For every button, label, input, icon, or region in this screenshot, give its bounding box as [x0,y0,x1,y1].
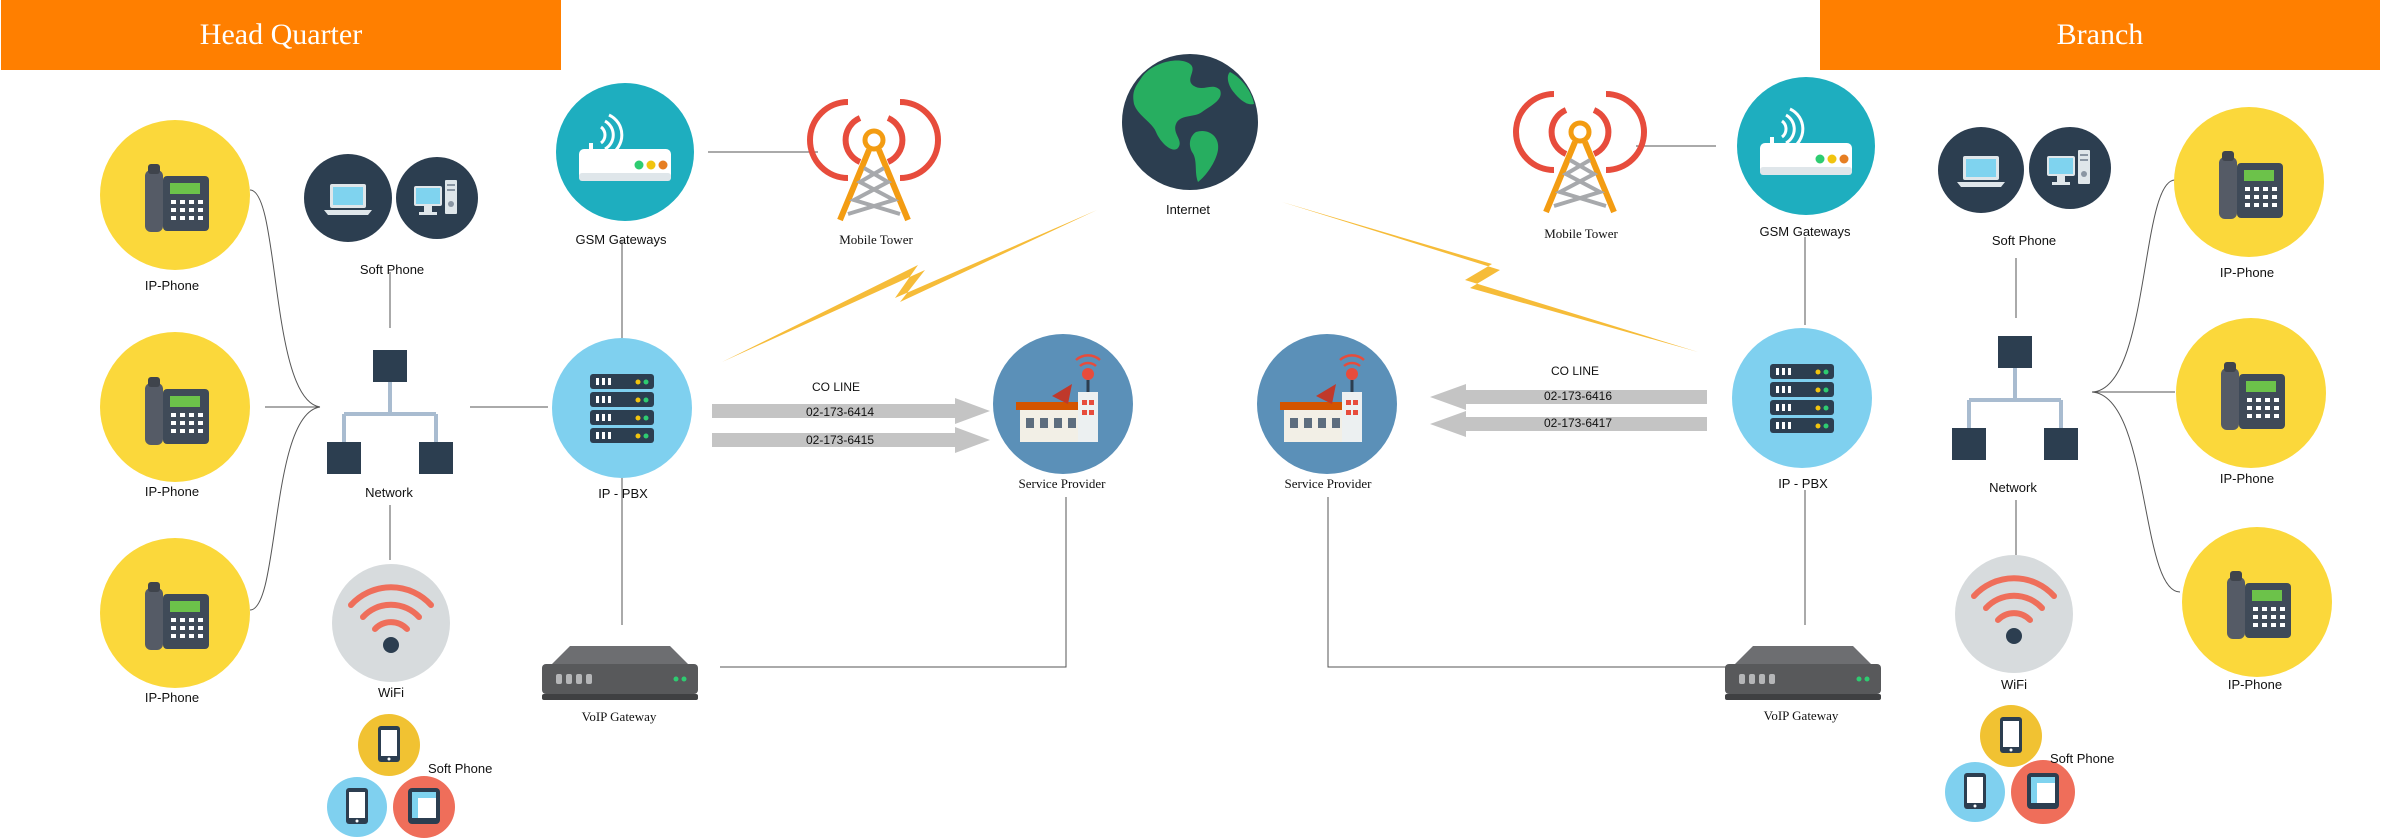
hq-ip-phone-1-label: IP-Phone [144,278,200,293]
hq-wifi[interactable] [332,564,450,682]
hq-co-arrow-2 [712,427,990,453]
branch-wifi-label: WiFi [2001,677,2027,692]
branch-co-arrow-1 [1430,384,1707,410]
hq-co-line-label: CO LINE [811,380,861,394]
branch-pbx-label: IP - PBX [1778,476,1828,491]
hq-pbx-label: IP - PBX [598,486,648,501]
hq-phone3-link [249,406,321,611]
branch-co-line-label: CO LINE [1550,364,1600,378]
branch-ip-phone-1-label: IP-Phone [2219,265,2275,280]
hq-ip-phone-1[interactable] [100,120,250,270]
laptop-icon [1957,156,2005,187]
branch-voip-gateway[interactable] [1725,646,1881,700]
hq-ip-phone-3[interactable] [100,538,250,688]
wifi-icon [332,564,450,682]
hq-soft-phone-mobile-label: Soft Phone [428,761,493,776]
hq-phone1-link [249,189,321,408]
branch-gsm-gateway[interactable] [1737,77,1875,215]
branch-connectors [1327,145,2181,668]
branch-co-arrow-2 [1430,411,1707,437]
internet-globe[interactable] [1122,54,1258,190]
hq-voip-gateway[interactable] [542,646,698,700]
hq-service-provider-label: Service Provider [1018,476,1106,491]
tablet-icon [2027,773,2059,809]
branch-banner: Branch [1820,0,2380,70]
branch-phone3-link [2091,391,2181,593]
hq-wifi-label: WiFi [378,685,404,700]
hq-ip-phone-2[interactable] [100,332,250,482]
branch-voip-provider-link [1327,497,1728,668]
hq-voip-label: VoIP Gateway [581,709,657,724]
headquarter-banner: Head Quarter [1,0,561,70]
branch-gsm-label: GSM Gateways [1759,224,1851,239]
branch-soft-phone-pc[interactable] [1938,127,2111,213]
branch-title: Branch [2056,18,2144,51]
network-switch-icon [1950,334,2080,462]
hq-service-provider[interactable] [993,334,1133,474]
branch-network-label: Network [1989,480,2037,495]
branch-service-provider[interactable] [1257,334,1397,474]
smartphone-icon [346,788,368,824]
hq-network-label: Network [365,485,413,500]
hq-ip-phone-3-label: IP-Phone [144,690,200,705]
branch-service-provider-label: Service Provider [1284,476,1372,491]
branch-phone1-link [2091,179,2176,393]
branch-ip-phone-2-label: IP-Phone [2219,471,2275,486]
branch-mobile-tower[interactable] [1516,94,1644,212]
branch-mobile-softphones[interactable] [1945,705,2075,824]
branch-ip-phone-1[interactable] [2174,107,2324,257]
hq-mobile-tower-label: Mobile Tower [839,232,913,247]
wifi-icon [1955,555,2073,673]
hq-co-arrows [712,398,990,453]
branch-ip-phone-3[interactable] [2182,527,2332,677]
smartphone-icon [378,726,400,762]
hq-co-number-2: 02-173-6415 [805,433,875,447]
hq-network-switch[interactable] [325,348,455,476]
radio-tower-icon [1516,94,1644,212]
internet-label: Internet [1165,202,1211,217]
network-switch-icon [325,348,455,476]
laptop-icon [324,184,372,215]
hq-mobile-softphones[interactable] [327,714,455,838]
hq-gsm-label: GSM Gateways [575,232,667,247]
headquarter-title: Head Quarter [199,18,363,51]
hq-soft-phone-pc-label: Soft Phone [359,262,425,277]
branch-ip-pbx[interactable] [1732,328,1872,468]
voip-gateway-icon [542,646,698,700]
tablet-icon [408,788,440,824]
branch-ip-phone-2[interactable] [2176,318,2326,468]
branch-network-switch[interactable] [1950,334,2080,462]
hq-co-number-1: 02-173-6414 [805,405,875,419]
globe-icon [1122,54,1258,190]
voip-gateway-icon [1725,646,1881,700]
branch-lightning-link [1282,202,1698,352]
branch-ip-phone-3-label: IP-Phone [2227,677,2283,692]
smartphone-icon [2000,717,2022,753]
branch-soft-phone-pc-label: Soft Phone [1991,233,2057,248]
hq-ip-pbx[interactable] [552,338,692,478]
radio-tower-icon [810,102,938,220]
hq-lightning-link [722,210,1097,362]
branch-co-arrows [1430,384,1707,437]
hq-mobile-tower[interactable] [810,102,938,220]
branch-wifi[interactable] [1955,555,2073,673]
smartphone-icon [1964,773,1986,809]
hq-soft-phone-pc[interactable] [304,154,478,242]
hq-connectors [249,151,1067,668]
hq-voip-provider-link [720,497,1067,668]
hq-co-arrow-1 [712,398,990,424]
branch-mobile-tower-label: Mobile Tower [1544,226,1618,241]
branch-co-number-1: 02-173-6416 [1543,389,1613,403]
branch-soft-phone-mobile-label: Soft Phone [2050,751,2115,766]
hq-ip-phone-2-label: IP-Phone [144,484,200,499]
branch-voip-label: VoIP Gateway [1763,708,1839,723]
hq-gsm-gateway[interactable] [556,83,694,221]
branch-co-number-2: 02-173-6417 [1543,416,1613,430]
